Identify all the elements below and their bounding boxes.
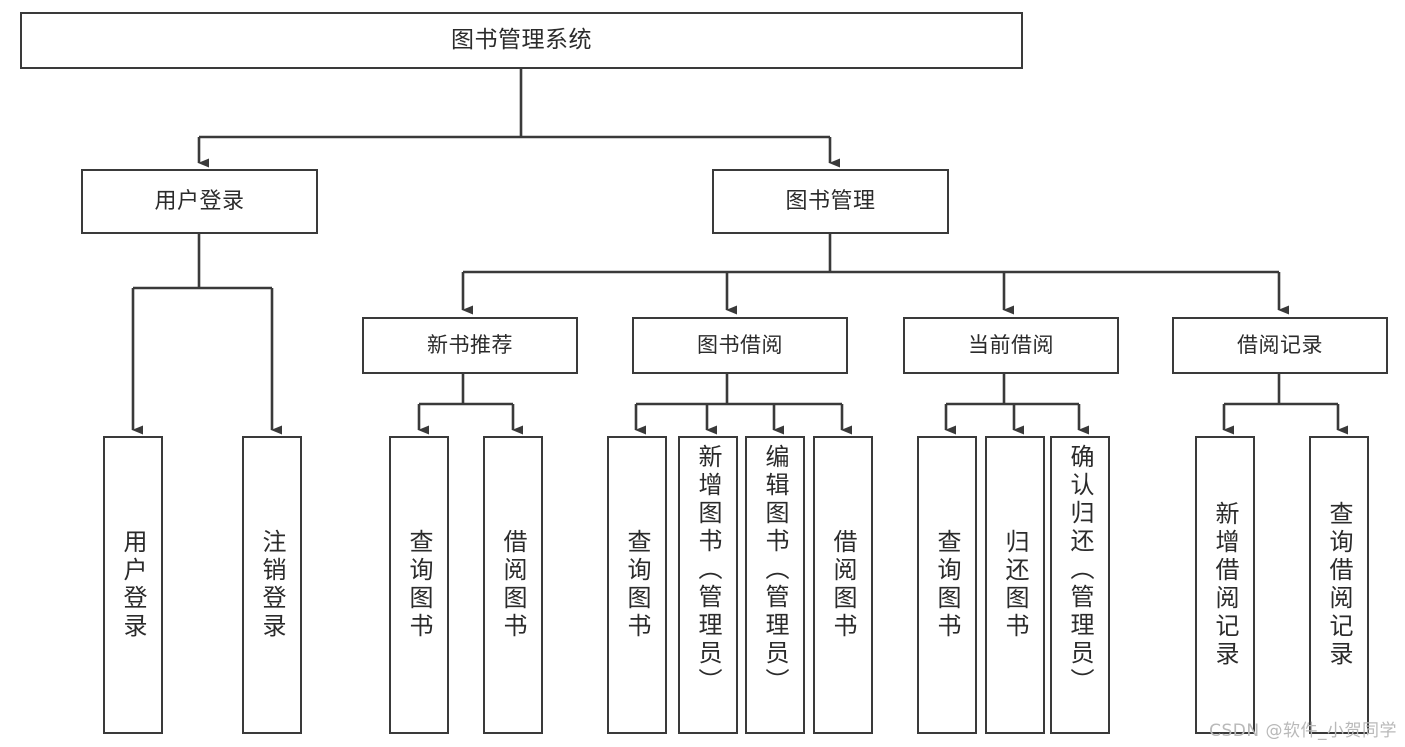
node-leaf-user-login-label: 用户登录: [119, 529, 147, 641]
node-new-book-recommend-label: 新书推荐: [427, 333, 513, 358]
node-leaf-query-record[interactable]: 查询借阅记录: [1309, 436, 1369, 734]
node-root[interactable]: 图书管理系统: [20, 12, 1023, 69]
node-leaf-user-login[interactable]: 用户登录: [103, 436, 163, 734]
node-root-label: 图书管理系统: [451, 27, 592, 54]
node-leaf-query-book-3-label: 查询图书: [933, 529, 961, 641]
node-user-login[interactable]: 用户登录: [81, 169, 318, 234]
node-leaf-return-book-label: 归还图书: [1001, 529, 1029, 641]
node-leaf-query-book-3[interactable]: 查询图书: [917, 436, 977, 734]
node-leaf-add-book[interactable]: 新增图书（管理员）: [678, 436, 738, 734]
node-borrow-record-label: 借阅记录: [1237, 333, 1323, 358]
node-leaf-query-book-1[interactable]: 查询图书: [389, 436, 449, 734]
node-current-borrow-label: 当前借阅: [968, 333, 1054, 358]
node-leaf-borrow-book-2[interactable]: 借阅图书: [813, 436, 873, 734]
node-leaf-query-record-label: 查询借阅记录: [1325, 501, 1353, 669]
node-leaf-query-book-1-label: 查询图书: [405, 529, 433, 641]
node-leaf-confirm-return-label: 确认归还（管理员）: [1066, 444, 1094, 696]
node-new-book-recommend[interactable]: 新书推荐: [362, 317, 578, 374]
node-leaf-borrow-book-1[interactable]: 借阅图书: [483, 436, 543, 734]
node-book-management-label: 图书管理: [785, 188, 876, 214]
node-current-borrow[interactable]: 当前借阅: [903, 317, 1119, 374]
node-leaf-add-record[interactable]: 新增借阅记录: [1195, 436, 1255, 734]
node-leaf-borrow-book-2-label: 借阅图书: [829, 529, 857, 641]
node-leaf-user-logout[interactable]: 注销登录: [242, 436, 302, 734]
node-leaf-return-book[interactable]: 归还图书: [985, 436, 1045, 734]
node-leaf-edit-book[interactable]: 编辑图书（管理员）: [745, 436, 805, 734]
node-leaf-borrow-book-1-label: 借阅图书: [499, 529, 527, 641]
node-book-management[interactable]: 图书管理: [712, 169, 949, 234]
node-leaf-edit-book-label: 编辑图书（管理员）: [761, 444, 789, 696]
node-leaf-query-book-2[interactable]: 查询图书: [607, 436, 667, 734]
node-book-borrow-label: 图书借阅: [697, 333, 783, 358]
node-user-login-label: 用户登录: [154, 188, 245, 214]
node-book-borrow[interactable]: 图书借阅: [632, 317, 848, 374]
node-leaf-add-book-label: 新增图书（管理员）: [694, 444, 722, 696]
node-leaf-user-logout-label: 注销登录: [258, 529, 286, 641]
node-leaf-confirm-return[interactable]: 确认归还（管理员）: [1050, 436, 1110, 734]
node-leaf-add-record-label: 新增借阅记录: [1211, 501, 1239, 669]
node-leaf-query-book-2-label: 查询图书: [623, 529, 651, 641]
node-borrow-record[interactable]: 借阅记录: [1172, 317, 1388, 374]
